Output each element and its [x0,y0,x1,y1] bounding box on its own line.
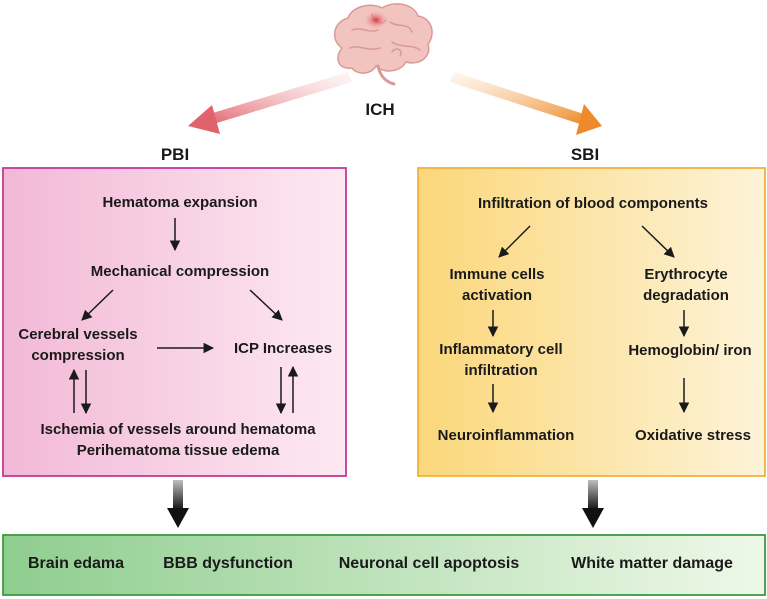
immune-cells-line2: activation [462,287,532,304]
ich-label: ICH [365,100,394,119]
inflammatory-line1: Inflammatory cell [439,341,562,358]
erythrocyte-line2: degradation [643,287,729,304]
outcome-brain-edema: Brain edama [28,555,124,572]
arrow-infiltration-to-erythrocyte [641,225,675,258]
sbi-branch-arrow [450,72,602,135]
sbi-box [417,167,766,477]
pbi-down-arrow [167,480,189,528]
cerebral-vessels-line1: Cerebral vessels [18,326,137,343]
icp-increases: ICP Increases [234,340,332,357]
cerebral-vessels-line2: compression [31,347,124,364]
outcome-white-matter-damage: White matter damage [571,555,733,572]
sbi-title: SBI [571,145,599,164]
mechanical-compression: Mechanical compression [91,263,269,280]
infiltration-text: Infiltration of blood components [478,195,708,212]
hematoma-expansion: Hematoma expansion [102,194,257,211]
pbi-branch-arrow [188,72,352,134]
outcome-neuronal-apoptosis: Neuronal cell apoptosis [339,555,520,572]
sbi-down-arrow [582,480,604,528]
brain-icon [333,3,433,86]
immune-cells-line1: Immune cells [449,266,544,283]
pbi-title: PBI [161,145,189,164]
inflammatory-line2: infiltration [464,362,537,379]
erythrocyte-line1: Erythrocyte [644,266,727,283]
outcome-bbb-dysfunction: BBB dysfunction [163,555,293,572]
edema-text: Perihematoma tissue edema [77,442,280,459]
outcomes-box [2,534,766,596]
ischemia-text: Ischemia of vessels around hematoma [40,421,316,438]
hemoglobin-text: Hemoglobin/ iron [628,342,751,359]
neuroinflammation-text: Neuroinflammation [438,427,575,444]
arrow-compression-to-icp [249,289,283,321]
arrow-compression-to-vessels [81,289,114,321]
oxidative-stress-text: Oxidative stress [635,427,751,444]
arrow-infiltration-to-immune [498,225,531,258]
